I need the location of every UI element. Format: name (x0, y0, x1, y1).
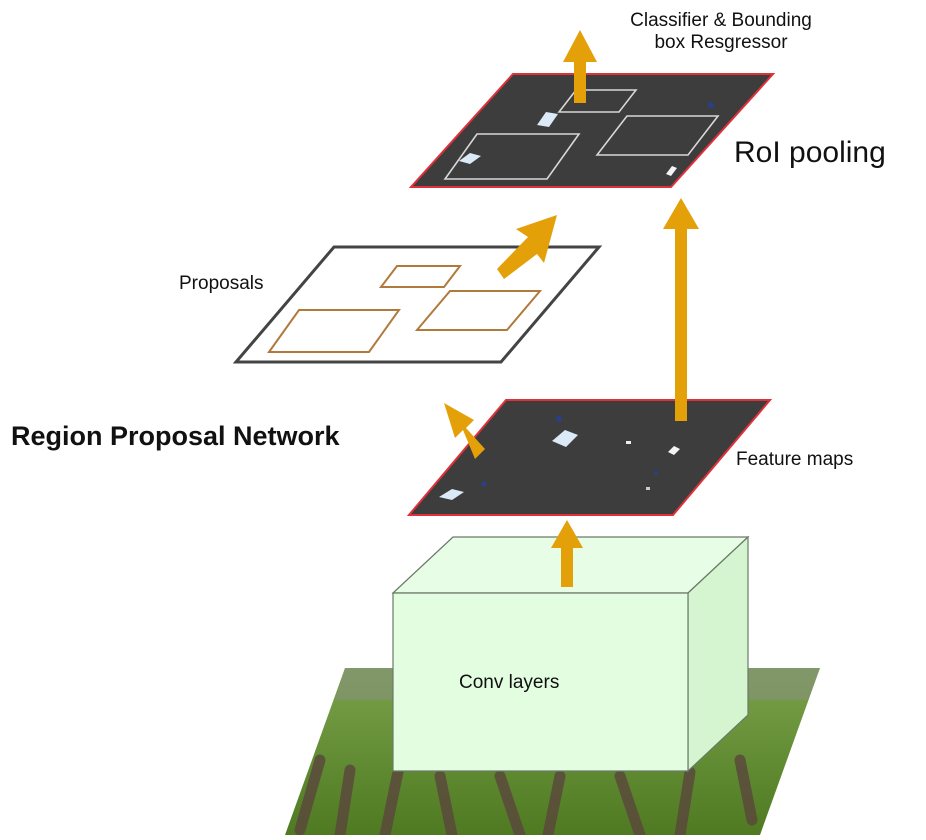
classifier-label: Classifier & Bounding box Resgressor (596, 10, 846, 54)
arrow-up-icon (551, 520, 583, 587)
roi-pooling-label: RoI pooling (734, 136, 886, 169)
arrow-up-icon (563, 30, 597, 103)
arrow-up-icon (663, 198, 699, 421)
feature-maps-label: Feature maps (736, 449, 854, 470)
proposals-plane (232, 245, 603, 364)
rpn-label: Region Proposal Network (11, 421, 340, 451)
conv-layers-label: Conv layers (459, 672, 560, 693)
roi-pooling-plane (408, 73, 776, 188)
proposals-label: Proposals (179, 273, 264, 294)
classifier-label-line2: box Resgressor (654, 32, 788, 53)
classifier-label-line1: Classifier & Bounding (630, 10, 812, 31)
arrow-diagonal-icon (444, 403, 485, 459)
arrow-diagonal-icon (497, 215, 557, 279)
